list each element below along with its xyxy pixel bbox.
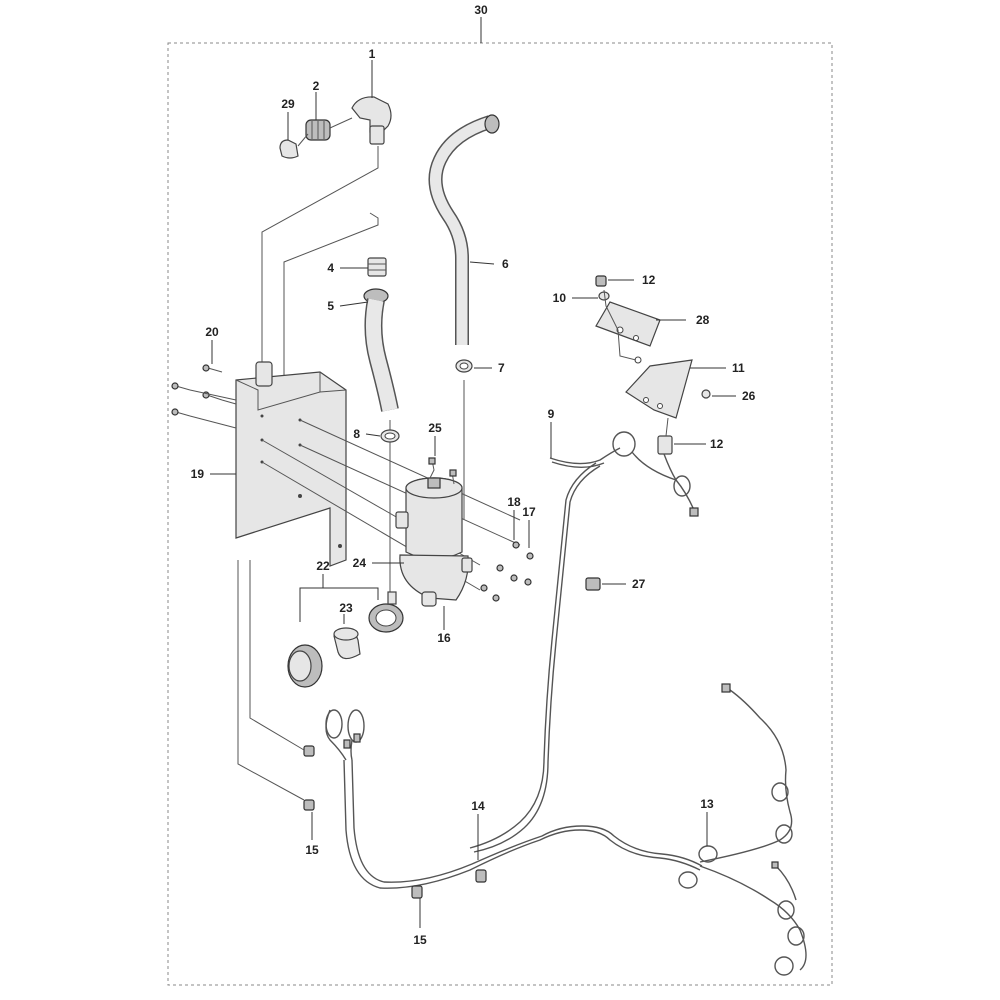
routing-line bbox=[283, 212, 379, 380]
part-screws-20[interactable] bbox=[171, 364, 223, 417]
callout-24: 24 bbox=[353, 556, 367, 570]
callout-28: 28 bbox=[696, 313, 710, 327]
callout-20: 20 bbox=[205, 325, 219, 339]
callout-9: 9 bbox=[548, 407, 555, 421]
callout-15-left: 15 bbox=[305, 843, 319, 857]
part-sensor-12-bottom[interactable] bbox=[657, 435, 673, 455]
callout-27: 27 bbox=[632, 577, 646, 591]
part-relay-27[interactable] bbox=[585, 577, 601, 591]
part-nut-2[interactable] bbox=[305, 119, 331, 141]
part-sleeve-23[interactable] bbox=[333, 627, 361, 660]
routing-line bbox=[249, 560, 305, 751]
part-washer-26[interactable] bbox=[701, 389, 711, 399]
axis-line bbox=[189, 389, 237, 401]
part-bracket-28[interactable] bbox=[595, 301, 661, 347]
callout-17: 17 bbox=[522, 505, 536, 519]
callout-2: 2 bbox=[313, 79, 320, 93]
part-clamp-7[interactable] bbox=[455, 359, 473, 373]
part-sensor-12-top[interactable] bbox=[595, 275, 607, 287]
axis-line bbox=[189, 415, 237, 429]
wire-terminal bbox=[689, 507, 699, 517]
part-pump-16[interactable] bbox=[395, 477, 473, 607]
callout-11: 11 bbox=[732, 361, 745, 375]
callout-29: 29 bbox=[281, 97, 295, 111]
callout-12-top: 12 bbox=[642, 273, 656, 287]
part-nipple-4[interactable] bbox=[367, 257, 387, 277]
part-harness-9[interactable] bbox=[469, 431, 677, 853]
leader-22 bbox=[299, 587, 379, 622]
callout-14: 14 bbox=[471, 799, 485, 813]
callout-10: 10 bbox=[553, 291, 567, 305]
callout-13: 13 bbox=[700, 797, 714, 811]
callout-26: 26 bbox=[742, 389, 756, 403]
callout-23: 23 bbox=[339, 601, 353, 615]
axis-line bbox=[299, 419, 521, 521]
callout-30: 30 bbox=[474, 3, 488, 17]
part-harness-13[interactable] bbox=[678, 683, 807, 976]
axis-line bbox=[665, 417, 669, 437]
part-bracket-19[interactable] bbox=[235, 361, 347, 567]
part-hose-6[interactable] bbox=[428, 114, 500, 345]
part-clamp-8[interactable] bbox=[380, 429, 400, 443]
part-cover-22[interactable] bbox=[287, 644, 323, 688]
callout-6: 6 bbox=[502, 257, 509, 271]
wire-loop bbox=[673, 475, 691, 497]
axis-line bbox=[329, 117, 353, 129]
part-nozzle-29[interactable] bbox=[279, 139, 299, 159]
callout-1: 1 bbox=[369, 47, 376, 61]
routing-line bbox=[261, 146, 379, 368]
part-bracket-11[interactable] bbox=[625, 356, 693, 419]
callout-8: 8 bbox=[353, 427, 360, 441]
leader-6 bbox=[469, 261, 495, 265]
part-bolts-17-18[interactable] bbox=[480, 541, 534, 602]
part-terminals-25[interactable] bbox=[428, 457, 457, 485]
callout-19: 19 bbox=[191, 467, 205, 481]
axis-line bbox=[603, 289, 637, 361]
axis-line bbox=[221, 399, 237, 405]
routing-line bbox=[237, 560, 305, 801]
callout-12-bottom: 12 bbox=[710, 437, 724, 451]
callout-16: 16 bbox=[437, 631, 451, 645]
part-elbow-fitting[interactable] bbox=[351, 96, 392, 145]
assembly-frame bbox=[167, 42, 833, 986]
callout-15-bottom: 15 bbox=[413, 933, 427, 947]
callout-5: 5 bbox=[327, 299, 334, 313]
callout-25: 25 bbox=[428, 421, 442, 435]
callout-7: 7 bbox=[498, 361, 505, 375]
part-cable-tie-15[interactable] bbox=[303, 745, 487, 899]
callout-22: 22 bbox=[316, 559, 330, 573]
part-hose-5[interactable] bbox=[363, 288, 399, 412]
leader-8 bbox=[365, 433, 381, 437]
leader-5 bbox=[339, 301, 369, 307]
callout-18: 18 bbox=[507, 495, 521, 509]
axis-line bbox=[297, 133, 309, 147]
part-harness-14[interactable] bbox=[325, 709, 703, 889]
part-ring-22[interactable] bbox=[368, 591, 404, 633]
callout-4: 4 bbox=[327, 261, 334, 275]
